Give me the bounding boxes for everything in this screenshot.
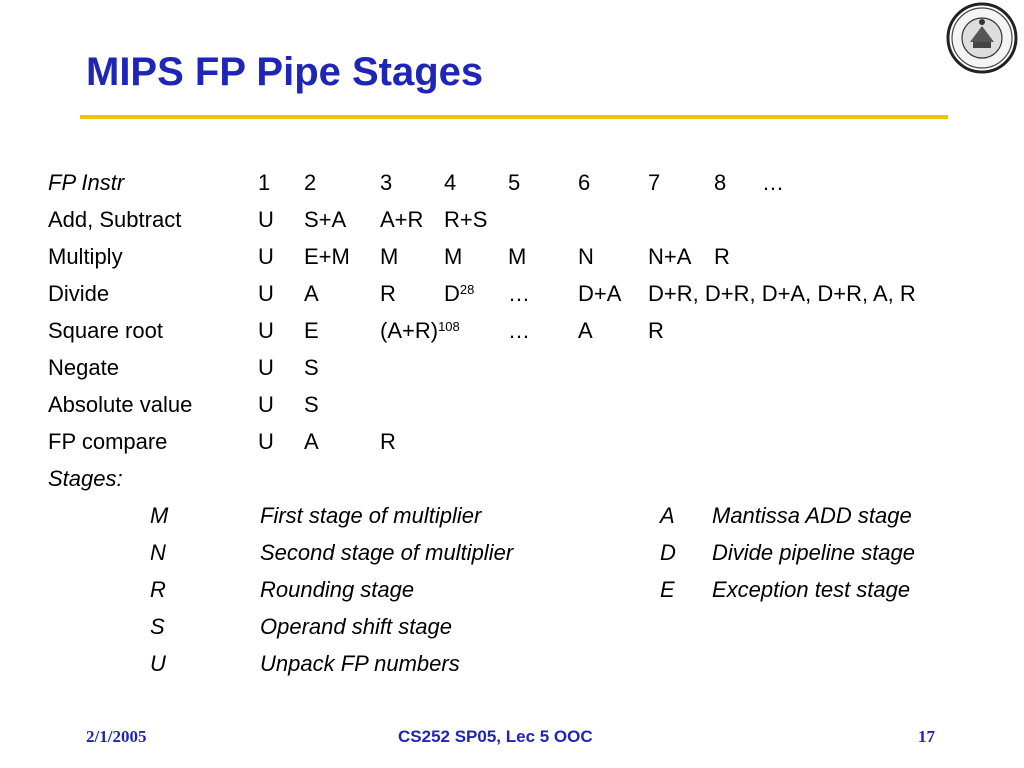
stage-description: Operand shift stage <box>260 614 453 639</box>
row-stage-cell: U <box>258 429 274 454</box>
row-stage-cell: … <box>508 318 530 343</box>
row-stage-cell: A <box>578 318 593 343</box>
row-stage-cell: U <box>258 244 274 269</box>
university-seal-logo <box>946 2 1018 74</box>
header-cycle: 7 <box>648 170 661 195</box>
row-stage-cell: R <box>380 281 396 306</box>
stage-description: Second stage of multiplier <box>260 540 514 565</box>
title-underline <box>80 115 948 119</box>
header-cycle: 6 <box>578 170 591 195</box>
stage-description: Divide pipeline stage <box>712 540 916 565</box>
header-cycle: 4 <box>444 170 457 195</box>
row-stage-cell: D28 <box>444 281 475 306</box>
header-cycle: 5 <box>508 170 521 195</box>
stage-code: N <box>150 540 166 565</box>
row-instruction-name: Add, Subtract <box>48 207 182 232</box>
stage-description: Unpack FP numbers <box>260 651 460 676</box>
row-instruction-name: Square root <box>48 318 163 343</box>
row-stage-cell: U <box>258 318 274 343</box>
stage-description: Mantissa ADD stage <box>712 503 912 528</box>
row-stage-cell: M <box>444 244 463 269</box>
row-stage-cell: N+A <box>648 244 692 269</box>
stage-description: Exception test stage <box>712 577 911 602</box>
row-stage-cell: R <box>648 318 664 343</box>
stage-description: First stage of multiplier <box>260 503 482 528</box>
row-stage-cell: (A+R)108 <box>380 318 460 343</box>
row-stage-cell: R <box>380 429 396 454</box>
row-stage-cell: R+S <box>444 207 488 232</box>
stage-description: Rounding stage <box>260 577 415 602</box>
stage-code: D <box>660 540 676 565</box>
row-stage-cell: A <box>304 281 319 306</box>
row-stage-cell: D+A <box>578 281 622 306</box>
row-stage-cell: M <box>380 244 399 269</box>
row-stage-cell-superscript: 28 <box>459 282 475 297</box>
footer-course: CS252 SP05, Lec 5 OOC <box>398 727 593 746</box>
row-stage-cell-superscript: 108 <box>438 319 460 334</box>
stages-label: Stages: <box>48 466 123 491</box>
row-stage-cell: A <box>304 429 319 454</box>
row-stage-cell: S <box>304 392 319 417</box>
header-cycle: 8 <box>714 170 727 195</box>
row-stage-cell: S <box>304 355 319 380</box>
header-cycle: 1 <box>258 170 271 195</box>
row-stage-cell: U <box>258 355 274 380</box>
row-stage-cell: … <box>508 281 530 306</box>
stage-code: M <box>150 503 169 528</box>
row-stage-cell: E <box>304 318 319 343</box>
row-instruction-name: FP compare <box>48 429 168 454</box>
row-stage-cell: U <box>258 392 274 417</box>
stage-code: S <box>150 614 165 639</box>
stage-code: E <box>660 577 675 602</box>
row-instruction-name: Negate <box>48 355 119 380</box>
header-cycle: 3 <box>380 170 393 195</box>
header-fp-instr: FP Instr <box>48 170 125 195</box>
stage-code: A <box>660 503 675 528</box>
row-stage-cell: A+R <box>380 207 424 232</box>
row-stage-cell: N <box>578 244 594 269</box>
footer-page-number: 17 <box>918 727 935 746</box>
stage-code: R <box>150 577 166 602</box>
row-instruction-name: Absolute value <box>48 392 193 417</box>
row-stage-cell: S+A <box>304 207 347 232</box>
row-stage-cell: E+M <box>304 244 350 269</box>
header-cycle: … <box>762 170 784 195</box>
row-instruction-name: Divide <box>48 281 110 306</box>
row-stage-cell: M <box>508 244 527 269</box>
row-stage-cell: U <box>258 207 274 232</box>
footer-date: 2/1/2005 <box>86 727 147 746</box>
row-instruction-name: Multiply <box>48 244 123 269</box>
row-stage-cell: D+R, D+R, D+A, D+R, A, R <box>648 281 916 306</box>
row-stage-cell: R <box>714 244 730 269</box>
header-cycle: 2 <box>304 170 317 195</box>
slide-title: MIPS FP Pipe Stages <box>86 50 484 94</box>
stage-code: U <box>150 651 166 676</box>
row-stage-cell: U <box>258 281 274 306</box>
